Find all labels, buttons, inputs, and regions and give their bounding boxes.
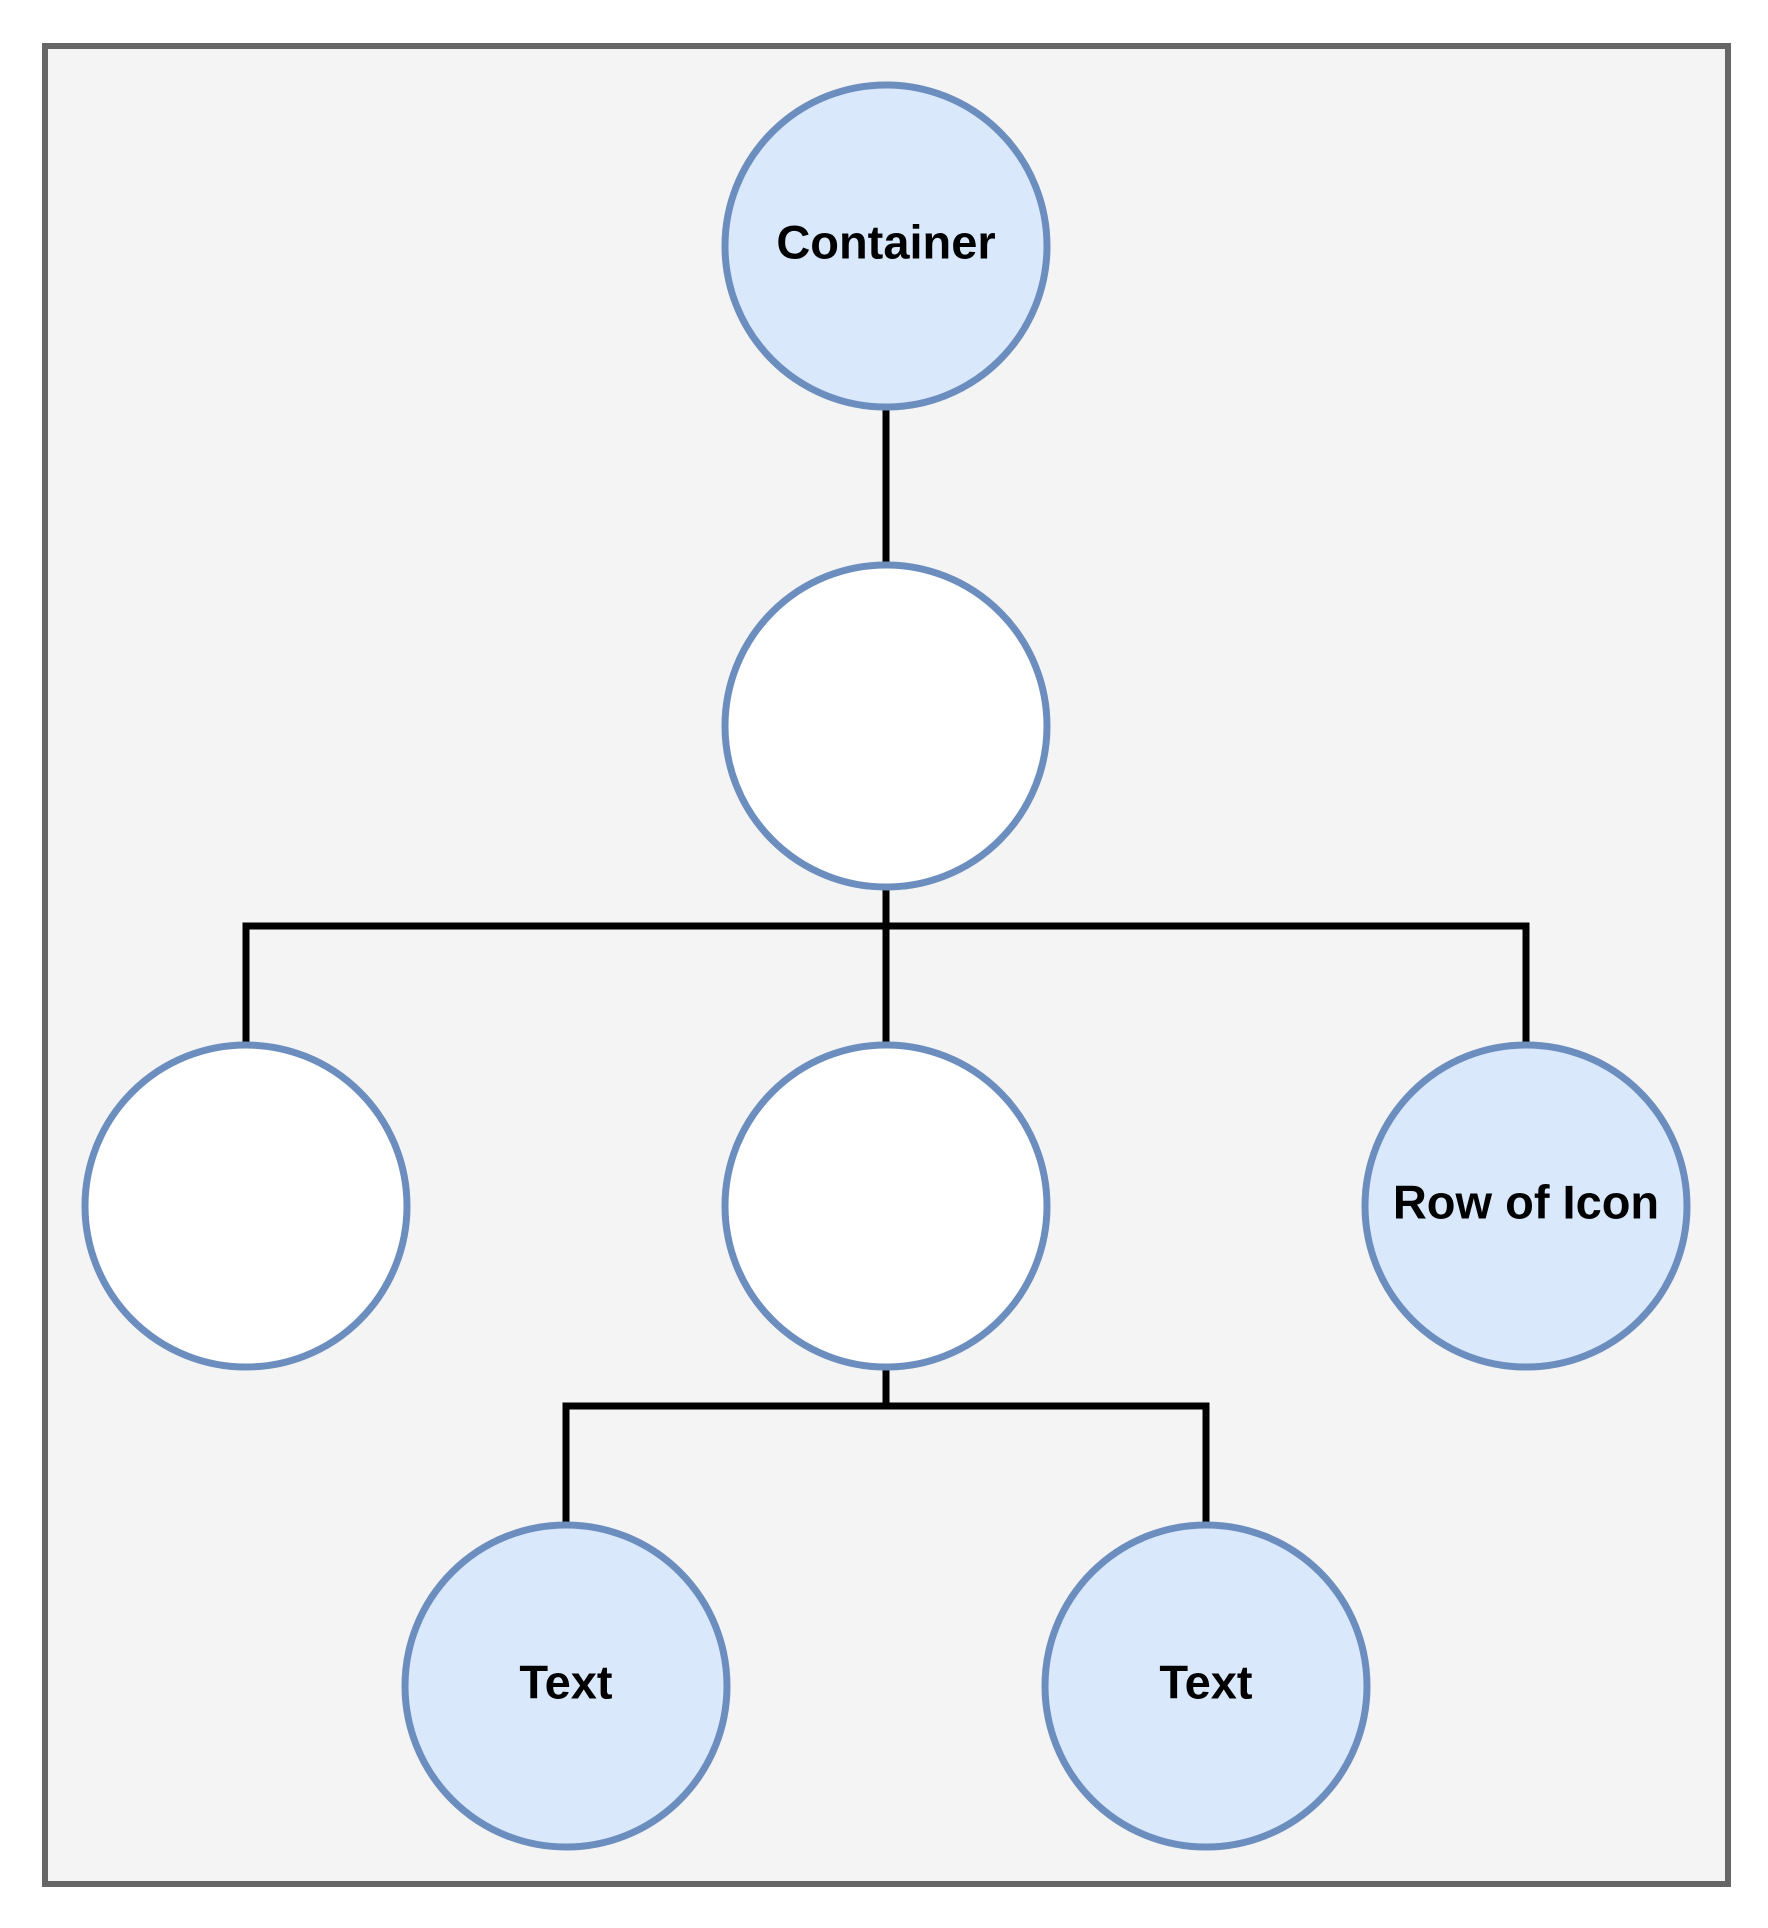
node-text-right: Text	[1041, 1521, 1371, 1851]
node-text-right-label: Text	[1159, 1655, 1252, 1708]
node-center	[721, 1041, 1051, 1371]
node-left	[81, 1041, 411, 1371]
node-text-left: Text	[401, 1521, 731, 1851]
node-left-circle	[81, 1041, 411, 1371]
node-container: Container	[721, 81, 1051, 411]
node-container-circle	[721, 81, 1051, 411]
node-middle-circle	[721, 561, 1051, 891]
edge-center-text-right	[886, 1402, 1210, 1526]
node-row-of-icon: Row of Icon	[1361, 1041, 1691, 1371]
edge-middle-row-of-icon	[886, 922, 1530, 1046]
node-text-right-circle	[1041, 1521, 1371, 1851]
node-center-circle	[721, 1041, 1051, 1371]
node-middle	[721, 561, 1051, 891]
node-text-left-circle	[401, 1521, 731, 1851]
connector-lines	[242, 407, 1530, 1526]
node-row-of-icon-circle	[1361, 1041, 1691, 1371]
edge-center-text-left	[562, 1367, 890, 1526]
node-container-label: Container	[776, 215, 995, 268]
node-text-left-label: Text	[519, 1655, 612, 1708]
node-row-of-icon-label: Row of Icon	[1393, 1175, 1659, 1228]
